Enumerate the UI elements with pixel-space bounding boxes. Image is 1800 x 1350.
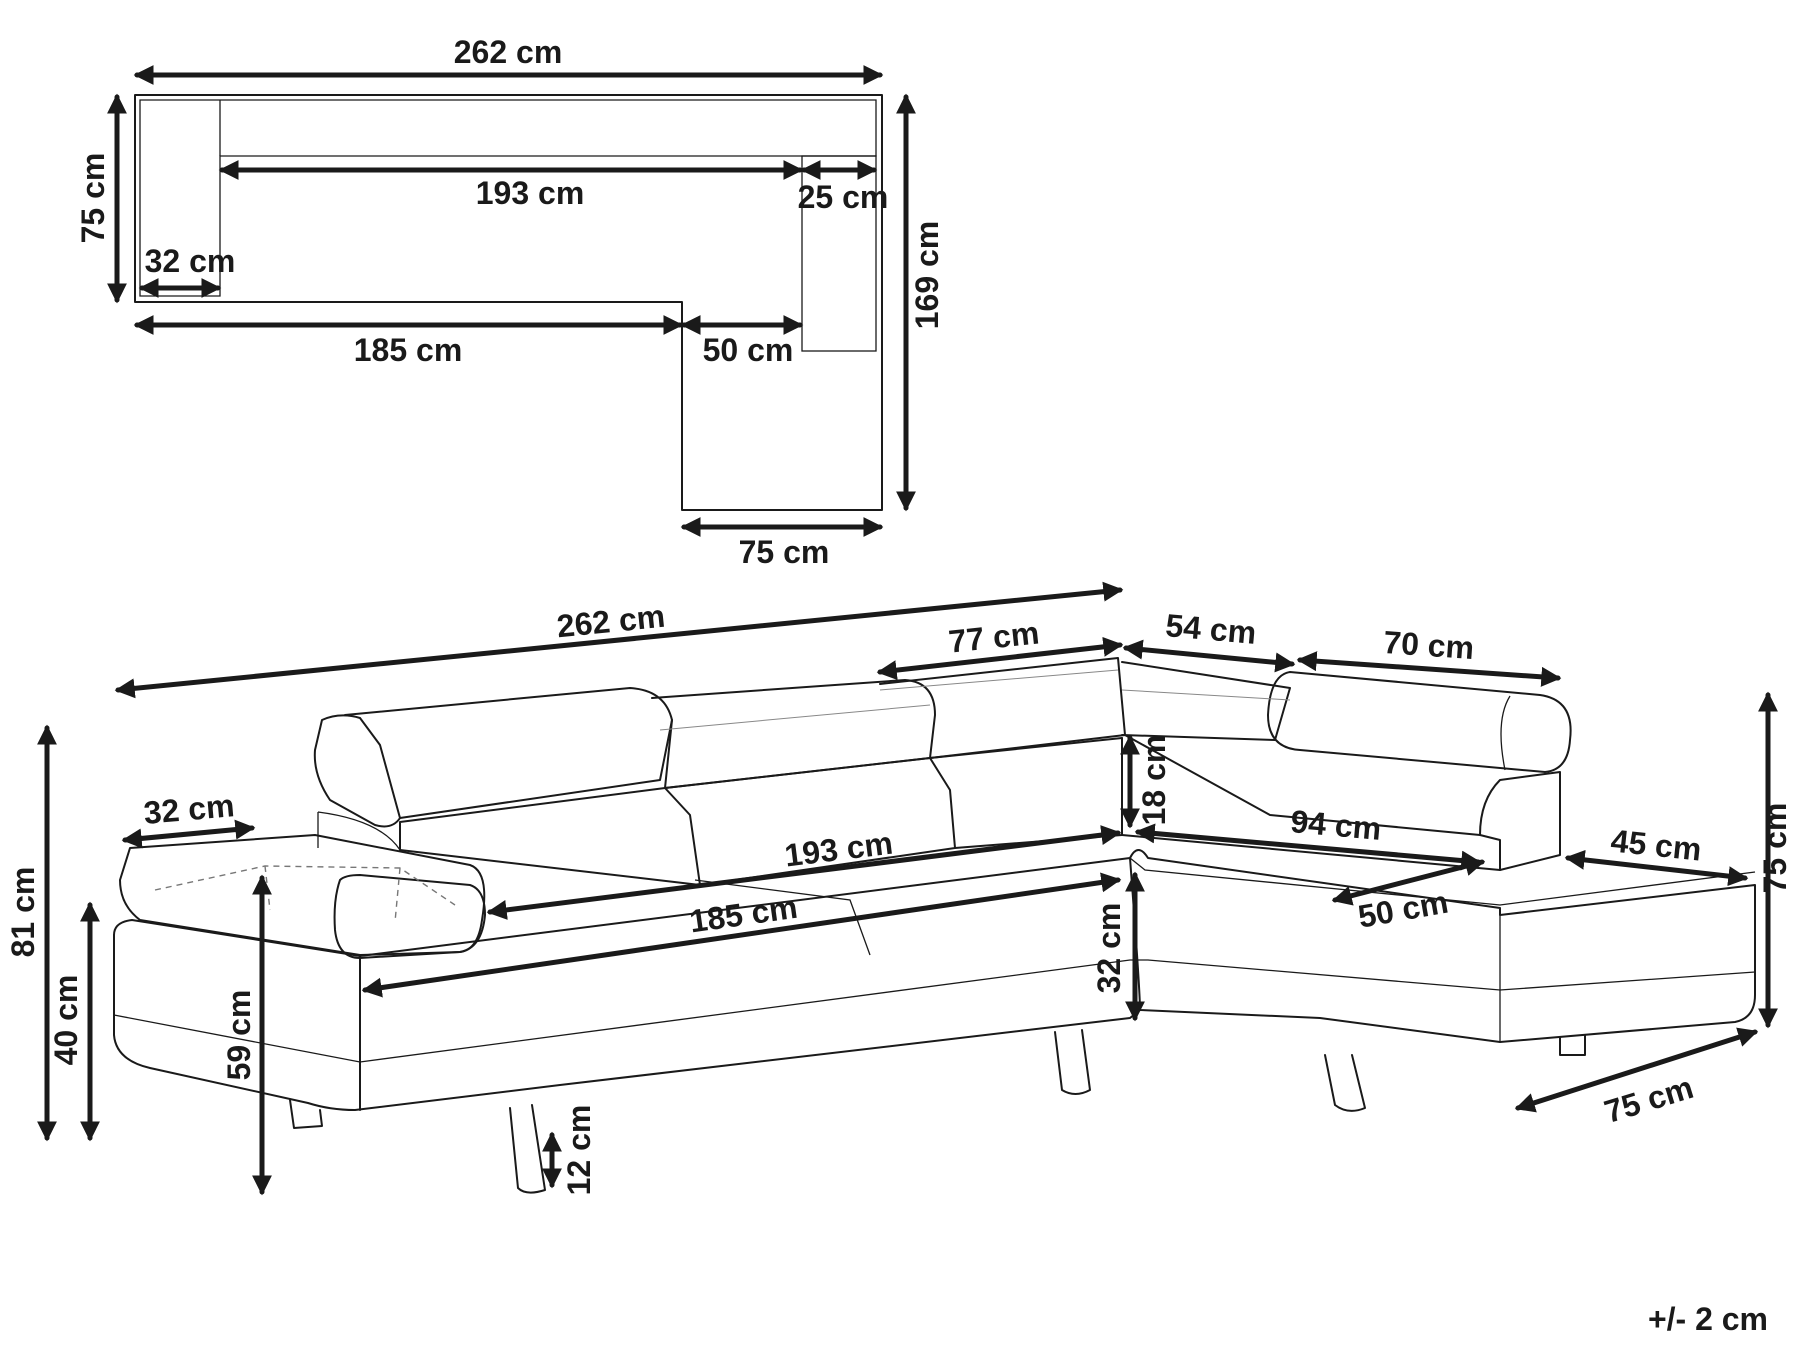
dim-label-chaise-height: 75 cm [1757,803,1793,894]
headrest-2 [651,679,936,789]
dim-label-headrest-right: 77 cm [947,614,1041,659]
dim-label-corner-headrest: 54 cm [1164,607,1258,651]
dim-label-seat-length: 193 cm [783,825,895,874]
headrest-1 [313,714,401,828]
leg-chaise-right [1559,1034,1586,1056]
dim-label-overall-height: 81 cm [5,867,41,958]
dim-label-chaise-headrest: 70 cm [1382,624,1475,666]
dim-label-front-length: 185 cm [354,332,463,368]
leg-front-center [509,1104,546,1194]
headrest-edge [1500,695,1511,771]
dim-label-seat-height: 40 cm [48,975,84,1066]
dim-label-armrest-top: 32 cm [145,243,236,279]
dim-label-top-depth: 169 cm [909,221,945,330]
headrest-seam [659,669,1291,731]
headrest-corner [1121,661,1291,741]
dim-arrow-corner-headrest [1122,639,1296,673]
armrest-hidden-lines [154,865,456,923]
dim-label-chaise-arm: 45 cm [1609,822,1703,867]
leg-front-left [289,1099,323,1129]
sofa-left-body [113,934,1141,1111]
corner-back [1121,734,1501,871]
chaise-back-post [1479,771,1561,871]
dim-arrow-front-width [114,581,1124,699]
dim-arrow-chaise-arm [1564,849,1749,887]
dim-label-top-width: 262 cm [454,34,563,70]
dim-label-headrest-height: 18 cm [1136,735,1172,826]
top-view-chaise-back [801,155,877,352]
top-view-outline [134,94,883,511]
dim-label-end-back: 25 cm [798,179,889,215]
dim-label-seat-length: 193 cm [476,175,585,211]
dim-arrow-chaise-width-front [1514,1027,1759,1113]
dim-label-leg-height: 12 cm [561,1105,597,1196]
dim-arrow-front-seat [361,872,1122,998]
dim-label-chaise-seat: 94 cm [1289,803,1383,847]
dim-label-armrest-front: 32 cm [142,787,236,831]
leg-back-center [1054,1029,1091,1095]
sofa-perspective-drawing [113,657,1756,1194]
armrest-bolster [333,874,486,959]
top-view-dimensions: 262 cm 75 cm 193 cm 25 cm 32 cm 169 cm 1… [75,34,945,570]
leg-chaise-front [1324,1054,1366,1112]
dim-label-seat-depth: 59 cm [221,990,257,1081]
dim-label-chaise-width: 75 cm [739,534,830,570]
dim-label-seat-thickness: 32 cm [1091,903,1127,994]
top-view-plan [134,94,883,511]
dim-arrow-chaise-headrest [1296,651,1562,687]
tolerance-note: +/- 2 cm [1648,1301,1768,1337]
dim-arrow-chaise-depth-offset [1331,856,1486,906]
dim-arrow-armrest-front [121,819,256,849]
dim-label-chaise-offset: 50 cm [703,332,794,368]
dim-label-back-depth: 75 cm [75,153,111,244]
headrest-chaise [1267,671,1572,773]
dim-label-front-seat: 185 cm [687,889,799,940]
dim-arrow-headrest-right [876,636,1124,681]
armrest-post [317,811,401,851]
back-cushion-1 [399,787,701,886]
